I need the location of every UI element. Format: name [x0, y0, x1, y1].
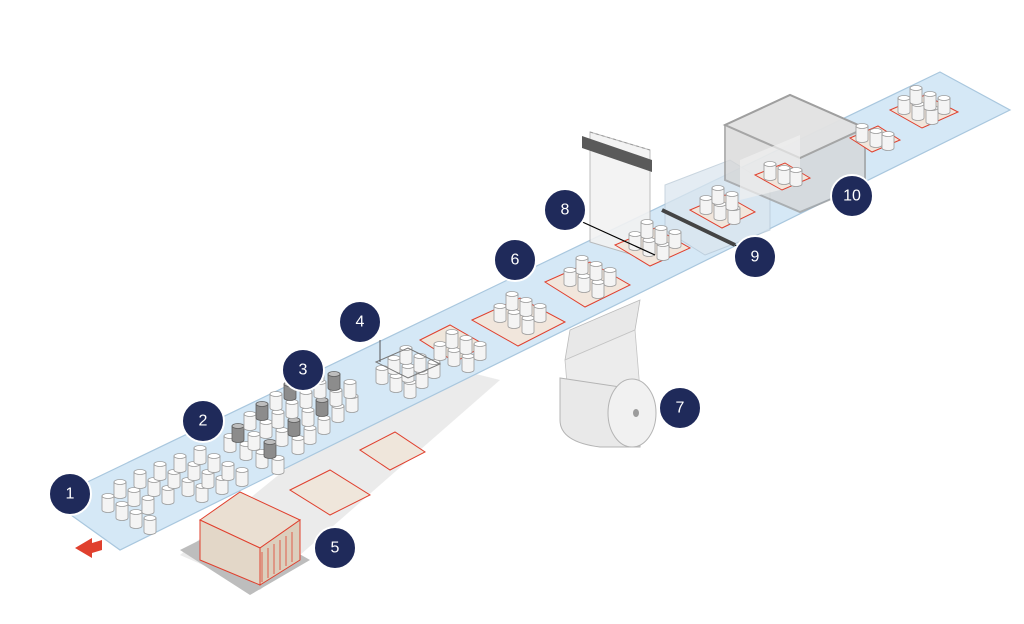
infeed-arrow-icon — [75, 538, 102, 558]
can-pack — [374, 345, 442, 399]
step-badge-9: 9 — [733, 235, 777, 279]
step-badge-2: 2 — [181, 399, 225, 443]
cardboard-blank — [288, 469, 372, 516]
step-label: 8 — [561, 202, 570, 219]
step-label: 7 — [676, 400, 685, 417]
step-label: 9 — [751, 249, 760, 266]
step-badge-3: 3 — [281, 348, 325, 392]
step-badge-5: 5 — [313, 526, 357, 570]
cardboard-blank — [359, 431, 426, 471]
step-label: 2 — [199, 413, 208, 430]
step-badge-1: 1 — [48, 472, 92, 516]
pointer-line — [577, 219, 656, 256]
step-badge-7: 7 — [658, 386, 702, 430]
cardboard-magazine — [199, 491, 301, 586]
step-badge-10: 10 — [830, 174, 874, 218]
step-label: 3 — [299, 362, 308, 379]
step-badge-6: 6 — [493, 238, 537, 282]
step-badge-4: 4 — [338, 300, 382, 344]
step-label: 10 — [843, 188, 861, 205]
film-roll — [559, 377, 657, 448]
step-label: 5 — [331, 540, 340, 557]
step-label: 4 — [356, 314, 365, 331]
film-cutter — [582, 131, 652, 261]
step-badge-8: 8 — [543, 188, 587, 232]
step-label: 1 — [66, 486, 75, 503]
step-label: 6 — [511, 252, 520, 269]
